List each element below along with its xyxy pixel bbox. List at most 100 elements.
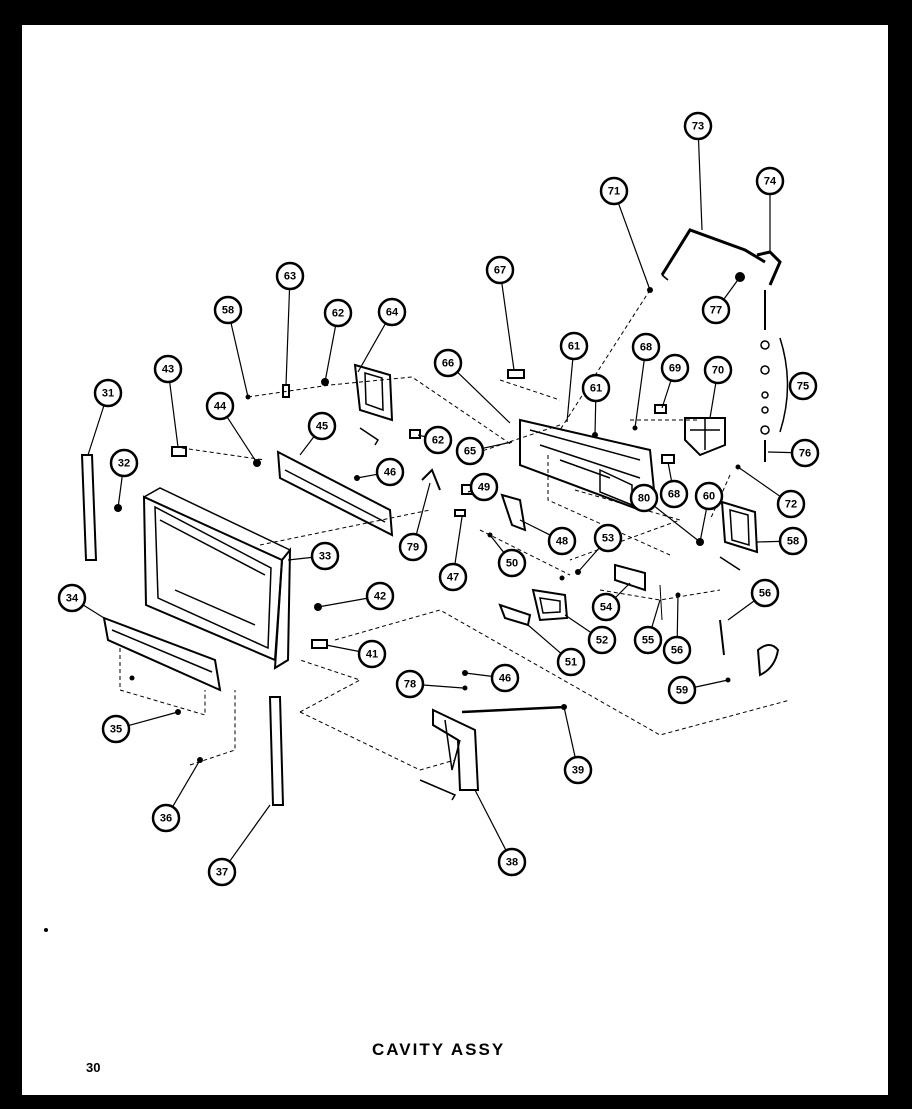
leader-line-73: [697, 138, 703, 231]
callout-circle: [151, 803, 181, 833]
leader-line-50: [489, 534, 505, 554]
leader-line-33: [287, 556, 313, 561]
callout-circle: [750, 578, 780, 608]
callout-label: 72: [785, 499, 797, 511]
callout-label: 73: [692, 121, 704, 133]
callout-circle: [57, 583, 87, 613]
callout-80: 80: [629, 483, 659, 513]
callout-label: 70: [712, 365, 724, 377]
callout-label: 34: [66, 593, 79, 605]
callout-label: 68: [668, 489, 680, 501]
callout-label: 50: [506, 558, 518, 570]
callout-label: 77: [710, 305, 722, 317]
callout-circle: [559, 331, 589, 361]
callout-label: 31: [102, 388, 114, 400]
leader-line-51: [527, 624, 562, 654]
callout-58: 58: [213, 295, 243, 325]
callout-label: 52: [596, 635, 608, 647]
callout-60: 60: [694, 481, 724, 511]
callout-31: 31: [93, 378, 123, 408]
leader-line-71: [617, 203, 651, 291]
callout-70: 70: [703, 355, 733, 385]
callout-circle: [660, 353, 690, 383]
callout-label: 48: [556, 536, 568, 548]
callout-label: 56: [759, 588, 771, 600]
callout-label: 65: [464, 446, 476, 458]
callout-circle: [490, 663, 520, 693]
leader-line-43: [169, 381, 179, 448]
callout-circle: [563, 755, 593, 785]
callout-label: 64: [386, 307, 399, 319]
callout-circle: [629, 483, 659, 513]
leader-line-42: [317, 597, 368, 608]
callout-label: 46: [499, 673, 511, 685]
callout-44: 44: [205, 391, 235, 421]
callout-64: 64: [377, 297, 407, 327]
callout-label: 76: [799, 448, 811, 460]
leader-line-76: [767, 451, 793, 454]
callout-67: 67: [485, 255, 515, 285]
callout-71: 71: [599, 176, 629, 206]
callout-circle: [310, 541, 340, 571]
callout-label: 61: [568, 341, 580, 353]
leader-line-66: [456, 371, 511, 424]
callout-label: 59: [676, 685, 688, 697]
callout-label: 39: [572, 765, 584, 777]
callout-circle: [497, 548, 527, 578]
callout-circle: [556, 647, 586, 677]
callout-label: 46: [384, 467, 396, 479]
callout-circle: [438, 562, 468, 592]
callout-59: 59: [667, 675, 697, 705]
callout-circle: [703, 355, 733, 385]
callout-circle: [694, 481, 724, 511]
callout-label: 45: [316, 421, 328, 433]
leader-line-70: [709, 382, 717, 419]
callout-38: 38: [497, 847, 527, 877]
callout-circle: [587, 625, 617, 655]
leader-line-36: [172, 759, 201, 808]
callout-62: 62: [323, 298, 353, 328]
callout-label: 79: [407, 542, 419, 554]
callout-circle: [357, 639, 387, 669]
callout-circle: [433, 348, 463, 378]
leader-line-72: [737, 466, 781, 498]
callout-circle: [275, 261, 305, 291]
callout-circle: [101, 714, 131, 744]
callout-65: 65: [455, 436, 485, 466]
callout-69: 69: [660, 353, 690, 383]
callout-label: 36: [160, 813, 172, 825]
callout-46: 46: [490, 663, 520, 693]
callout-33: 33: [310, 541, 340, 571]
callout-42: 42: [365, 581, 395, 611]
leader-line-56: [727, 600, 755, 621]
callout-label: 49: [478, 482, 490, 494]
callout-circle: [323, 298, 353, 328]
callout-circle: [307, 411, 337, 441]
callout-label: 63: [284, 271, 296, 283]
callout-34: 34: [57, 583, 87, 613]
callout-74: 74: [755, 166, 785, 196]
callout-39: 39: [563, 755, 593, 785]
callout-label: 62: [432, 435, 444, 447]
leader-line-46: [464, 672, 493, 677]
callout-label: 32: [118, 458, 130, 470]
callout-circle: [207, 857, 237, 887]
leader-line-31: [87, 405, 105, 456]
callout-label: 37: [216, 867, 228, 879]
callout-circle: [591, 592, 621, 622]
callout-circle: [398, 532, 428, 562]
callout-circle: [377, 297, 407, 327]
callout-label: 38: [506, 857, 518, 869]
callout-61: 61: [581, 373, 611, 403]
leader-line-77: [723, 276, 741, 300]
leader-line-61: [594, 400, 597, 436]
callout-77: 77: [701, 295, 731, 325]
callout-label: 56: [671, 645, 683, 657]
callout-circle: [109, 448, 139, 478]
leader-line-68: [667, 461, 673, 482]
callout-36: 36: [151, 803, 181, 833]
callout-circle: [205, 391, 235, 421]
callout-label: 69: [669, 363, 681, 375]
callout-circle: [631, 332, 661, 362]
